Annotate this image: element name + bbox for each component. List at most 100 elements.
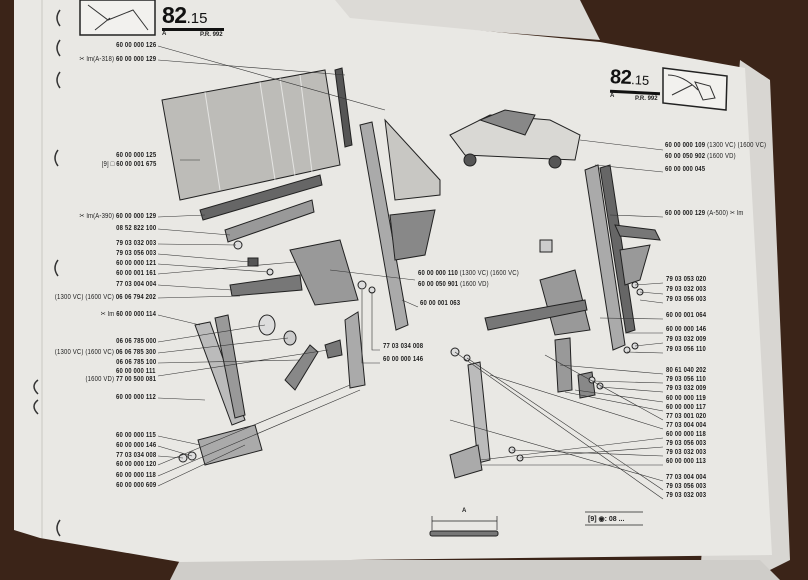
part-number: 77 03 001 020 xyxy=(666,413,707,420)
dimension-label: A xyxy=(462,508,467,514)
part-callout: 60 00 000 119 xyxy=(666,395,706,403)
part-number: 60 00 000 117 xyxy=(666,404,706,411)
part-callout: ✂ lm 60 00 000 114 xyxy=(101,311,156,319)
part-number: 06 06 785 100 xyxy=(115,359,156,366)
part-number: 77 03 034 008 xyxy=(383,343,424,350)
part-number: 60 00 000 109 xyxy=(665,142,706,149)
part-callout: 60 00 050 901 (1600 VD) xyxy=(418,281,489,289)
part-number: 79 03 032 003 xyxy=(115,240,156,247)
part-callout: 77 03 004 004 xyxy=(666,422,706,430)
vent-frame xyxy=(614,224,661,241)
callout-prefix: (1300 VC) (1600 VC) xyxy=(54,294,114,301)
part-number: 60 00 001 064 xyxy=(666,312,707,319)
part-number: 60 00 000 118 xyxy=(116,472,156,479)
part-callout: 79 03 056 003 xyxy=(116,250,156,258)
part-number: 60 00 000 129 xyxy=(113,213,156,220)
part-callout: 60 00 000 129 (A-500) ✂ lm xyxy=(665,210,744,218)
part-number: 60 00 000 114 xyxy=(114,311,156,318)
part-callout: 60 00 000 045 xyxy=(665,166,705,174)
part-callout: 60 00 000 146 xyxy=(383,356,423,364)
part-number: 60 00 000 120 xyxy=(115,461,156,468)
part-callout: 60 00 000 146 xyxy=(666,326,706,334)
part-number: 06 06 785 300 xyxy=(113,349,156,356)
part-number: 60 00 000 129 xyxy=(665,210,706,217)
part-callout: 79 03 056 003 xyxy=(666,483,706,491)
part-number: 60 00 000 112 xyxy=(116,394,156,401)
glass-seal xyxy=(334,67,353,148)
part-callout: 08 52 822 100 xyxy=(116,225,156,233)
part-number: 06 06 794 202 xyxy=(113,294,156,301)
part-number: 79 03 056 003 xyxy=(666,483,707,490)
part-number: 60 00 000 119 xyxy=(666,395,706,402)
callout-prefix: ✂ lm(A-390) xyxy=(79,213,114,220)
callout-variant-note: (1600 VD) xyxy=(705,153,736,160)
part-number: 79 03 032 009 xyxy=(666,336,707,343)
section-number: 82 xyxy=(609,65,632,90)
callout-prefix: (1600 VD) xyxy=(85,376,114,383)
part-callout: 06 06 785 000 xyxy=(116,338,156,346)
callout-prefix: (1300 VC) (1600 VC) xyxy=(54,349,114,356)
part-number: 60 00 000 609 xyxy=(115,482,156,489)
part-number: 60 00 000 121 xyxy=(115,260,156,267)
part-number: 06 06 785 000 xyxy=(115,338,156,345)
part-callout: 60 00 001 064 xyxy=(666,312,706,320)
part-number: 60 00 000 115 xyxy=(116,432,156,439)
binding-holes xyxy=(33,9,61,537)
part-callout: 79 03 032 003 xyxy=(116,240,156,248)
part-number: 77 03 004 004 xyxy=(666,422,707,429)
exploded-diagram xyxy=(161,67,661,479)
part-callout: 60 00 000 117 xyxy=(666,404,706,412)
part-callout: ✂ lm(A-390) 60 00 000 129 xyxy=(79,213,156,221)
part-callout: 60 00 000 118 xyxy=(116,472,156,480)
part-number: 77 03 004 004 xyxy=(666,474,707,481)
back-sheet-bottom xyxy=(170,560,780,580)
part-number: 79 03 053 020 xyxy=(666,276,707,283)
footer-note: [9] ◉: 08 ... xyxy=(588,516,625,523)
part-callout: 79 03 032 003 xyxy=(666,286,706,294)
part-callout: 60 00 000 120 xyxy=(116,461,156,469)
dimension-drawing xyxy=(429,511,643,537)
handle-crank xyxy=(284,344,319,391)
part-number: 79 03 032 003 xyxy=(666,492,707,499)
right-front-rail xyxy=(467,361,491,464)
part-number: 60 00 050 902 xyxy=(665,153,706,160)
glass-channel xyxy=(199,174,323,221)
part-number: 79 03 032 009 xyxy=(666,385,707,392)
part-number: 60 00 050 901 xyxy=(418,281,459,288)
part-number: 77 03 034 008 xyxy=(115,452,156,459)
part-callout: 60 00 000 113 xyxy=(666,458,706,466)
part-callout: (1300 VC) (1600 VC) 06 06 794 202 xyxy=(55,294,156,302)
part-callout: 79 03 032 009 xyxy=(666,336,706,344)
part-callout: 79 03 032 009 xyxy=(666,385,706,393)
part-callout: [9] □ 60 00 001 675 xyxy=(101,161,156,169)
callout-variant-note: (A-500) ✂ lm xyxy=(705,210,744,217)
leader-lines xyxy=(157,45,664,500)
part-callout: 79 03 056 003 xyxy=(666,296,706,304)
subsection-number: .15 xyxy=(630,72,650,89)
section-header-right: 82.15 xyxy=(609,66,649,91)
part-number: 60 00 000 045 xyxy=(665,166,706,173)
rear-guide-rail xyxy=(584,164,626,351)
part-callout: 79 03 032 003 xyxy=(666,492,706,500)
part-callout: 77 03 001 020 xyxy=(666,413,706,421)
part-callout: 60 00 000 609 xyxy=(116,482,156,490)
part-number: 80 61 040 202 xyxy=(666,367,707,374)
quarter-vent-glass xyxy=(384,118,441,201)
part-callout: 77 03 004 004 xyxy=(116,281,156,289)
callout-prefix: [9] □ xyxy=(101,161,114,168)
subsection-number: .15 xyxy=(186,10,208,27)
part-callout: 60 00 001 161 xyxy=(116,270,156,278)
part-number: 60 00 000 146 xyxy=(383,356,424,363)
part-number: 60 00 001 675 xyxy=(113,161,156,168)
part-number: 79 03 032 003 xyxy=(666,286,707,293)
part-number: 79 03 032 003 xyxy=(666,449,707,456)
part-number: 60 00 001 063 xyxy=(420,300,461,307)
door-stop xyxy=(344,311,366,389)
reference-label: P.R. 992 xyxy=(200,32,223,38)
part-callout: ✂ lm(A-318) 60 00 000 129 xyxy=(79,56,156,64)
part-number: 60 00 000 146 xyxy=(115,442,156,449)
part-callout: 80 61 040 202 xyxy=(666,367,706,375)
part-callout: 79 03 032 003 xyxy=(666,449,706,457)
thumbnail-left xyxy=(79,0,156,36)
